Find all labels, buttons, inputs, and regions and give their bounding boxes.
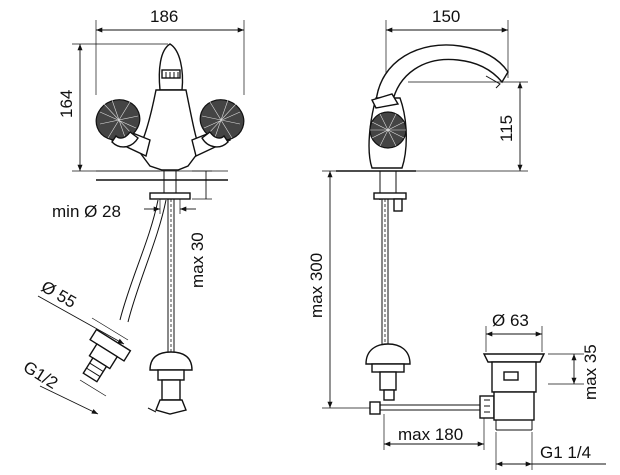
dim-spout-height: 115 [497,115,516,142]
dim-rod-length: max 180 [398,425,463,444]
left-handle-knob [95,99,141,148]
dim-front-height: 164 [57,90,76,118]
dim-thread-inlet: G1/2 [20,357,61,393]
side-view: 150 115 max 300 [307,7,606,470]
right-handle-knob [199,99,245,148]
dim-waste-diameter: Ø 63 [492,311,529,330]
dim-flex-diameter: Ø 55 [38,277,79,312]
dim-side-depth: 150 [432,7,460,26]
dim-front-width: 186 [150,7,178,26]
dim-waste-thread: G1 1/4 [540,443,591,462]
side-handle-knob [369,111,407,149]
dim-min-hole: min Ø 28 [52,202,121,221]
dim-max-thickness: max 30 [188,232,207,288]
dim-waste-height: max 35 [581,344,600,400]
front-view: 186 164 [20,7,245,415]
dim-max-length: max 300 [307,253,326,318]
pop-up-waste [479,353,546,431]
